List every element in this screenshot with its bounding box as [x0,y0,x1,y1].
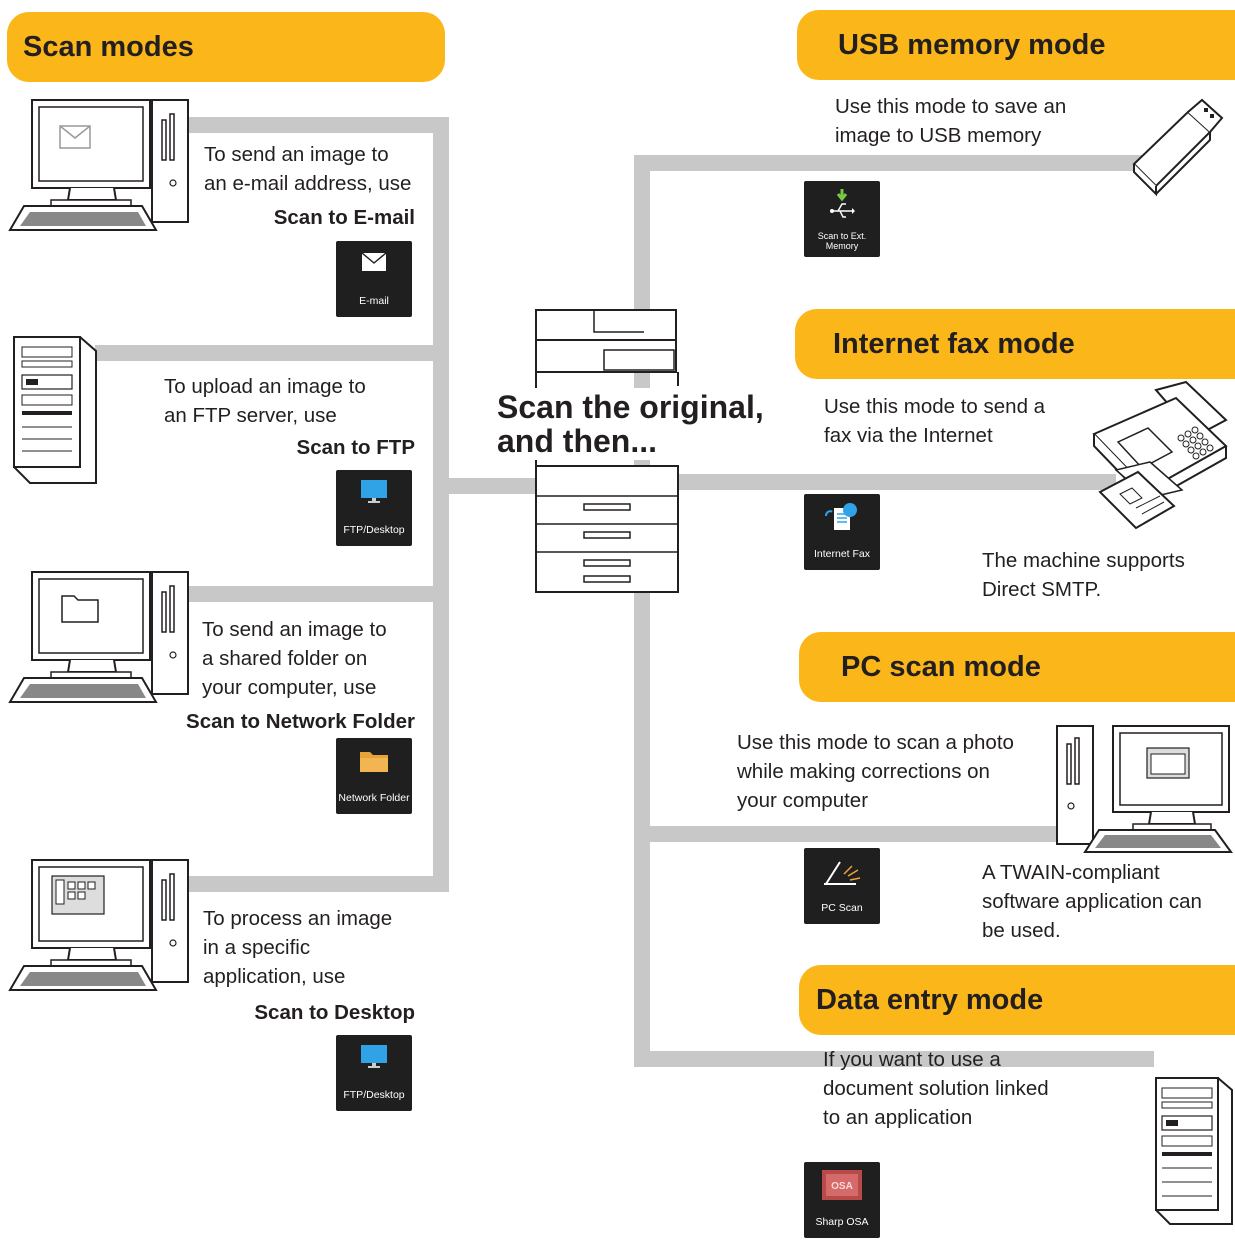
connector-left-to-mfp [433,478,543,494]
connector-network-folder [185,586,449,602]
email-tile[interactable]: E-mail [336,241,412,317]
connector-right-trunk-bottom [634,580,650,1067]
scan-modes-heading-text: Scan modes [23,30,194,63]
internet-fax-note: The machine supports Direct SMTP. [982,549,1185,601]
internet-fax-tile[interactable]: Internet Fax [804,494,880,570]
connector-mfp-to-right [676,474,1116,490]
computer-folder-icon [8,571,189,703]
folder-icon [360,752,388,772]
connector-desktop [185,876,449,892]
network-folder-tile-label: Network Folder [338,792,410,804]
network-folder-mode-name: Scan to Network Folder [186,710,415,733]
ftp-tile[interactable]: FTP/Desktop [336,470,412,546]
data-entry-mode-heading-text: Data entry mode [816,983,1044,1016]
network-folder-description: To send an image to a shared folder on y… [202,618,387,699]
monitor-icon [361,1045,387,1068]
ftp-tile-label: FTP/Desktop [343,524,405,536]
data-entry-mode-heading: Data entry mode [799,965,1235,1035]
pc-scan-computer-icon [1056,725,1233,853]
usb-description: Use this mode to save an image to USB me… [835,95,1067,147]
computer-email-icon [8,99,189,231]
desktop-mode-name: Scan to Desktop [254,1001,415,1024]
svg-text:OSA: OSA [831,1181,853,1192]
scan-modes-heading: Scan modes [7,12,445,82]
usb-stick-icon [1132,98,1224,197]
desktop-tile-label: FTP/Desktop [343,1089,405,1101]
ftp-server-icon [13,336,97,484]
multifunction-printer-icon [535,309,679,593]
data-entry-description: If you want to use a document solution l… [823,1048,1049,1129]
envelope-icon [362,253,386,271]
ftp-description: To upload an image to an FTP server, use [164,375,366,427]
connector-left-trunk [433,117,449,892]
pc-scan-tile[interactable]: PC Scan [804,848,880,924]
email-description: To send an image to an e-mail address, u… [204,143,412,195]
fax-machine-icon [1092,380,1228,530]
connector-ftp [95,345,449,361]
usb-memory-tile-label: Scan to Ext. Memory [817,231,867,251]
usb-icon [830,189,855,218]
center-title: Scan the original, and then... [497,388,768,460]
pc-scan-tile-label: PC Scan [821,902,863,914]
connector-data-entry [634,1051,1154,1067]
connector-usb [634,155,1154,171]
usb-memory-mode-heading: USB memory mode [797,10,1235,80]
network-folder-tile[interactable]: Network Folder [336,738,412,814]
pc-scan-mode-heading-text: PC scan mode [841,650,1041,683]
sharp-osa-tile[interactable]: OSA Sharp OSA [804,1162,880,1238]
computer-application-icon [8,859,189,991]
internet-fax-icon [825,503,857,530]
internet-fax-mode-heading: Internet fax mode [795,309,1235,379]
pc-scan-mode-heading: PC scan mode [799,632,1235,702]
osa-icon: OSA [822,1170,862,1200]
ftp-mode-name: Scan to FTP [296,436,415,459]
usb-memory-tile[interactable]: Scan to Ext. Memory [804,181,880,257]
scanner-icon [824,861,861,885]
internet-fax-description: Use this mode to send a fax via the Inte… [824,395,1046,447]
internet-fax-mode-heading-text: Internet fax mode [833,327,1075,360]
connector-email [182,117,449,133]
pc-scan-description: Use this mode to scan a photo while maki… [737,731,1014,812]
monitor-icon [361,480,387,503]
application-server-icon [1155,1077,1233,1225]
email-tile-label: E-mail [359,295,389,307]
pc-scan-note: A TWAIN-compliant software application c… [982,861,1202,942]
usb-memory-mode-heading-text: USB memory mode [838,28,1106,61]
email-mode-name: Scan to E-mail [273,206,415,229]
sharp-osa-tile-label: Sharp OSA [815,1216,869,1228]
connector-pc-scan [634,826,1064,842]
internet-fax-tile-label: Internet Fax [813,548,871,560]
desktop-tile[interactable]: FTP/Desktop [336,1035,412,1111]
desktop-description: To process an image in a specific applic… [203,907,393,988]
